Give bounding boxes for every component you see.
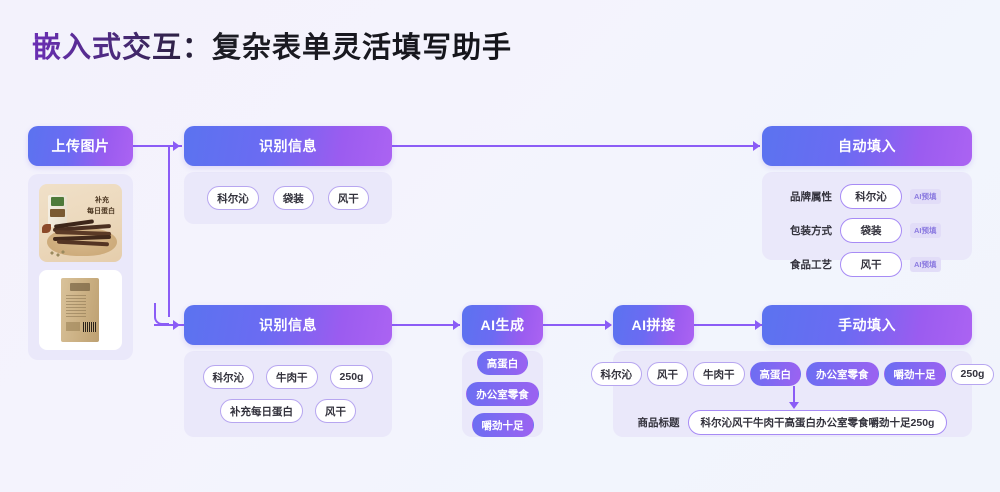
ai-prefill-badge-2: AI预填 [910, 257, 941, 272]
arrow-to-ai-merge [605, 320, 612, 330]
recognize-info-bottom-node[interactable]: 识别信息 [184, 305, 392, 345]
recognize-info-bottom-panel: 科尔沁 牛肉干 250g 补充每日蛋白 风干 [184, 351, 392, 437]
ai-merge-label: AI拼接 [631, 317, 676, 333]
tag-recognize-top-0[interactable]: 科尔沁 [207, 186, 259, 210]
ai-generate-node[interactable]: AI生成 [462, 305, 543, 345]
uploaded-images-panel: 补充 每日蛋白 [28, 174, 133, 360]
manual-fill-tag-row: 科尔沁 风干 牛肉干 高蛋白 办公室零食 嚼劲十足 250g [590, 351, 995, 386]
recognize-top-tag-list: 科尔沁 袋装 风干 [184, 172, 392, 224]
connector-branch-to-recognize-bottom [154, 324, 184, 326]
recognize-bottom-tag-row-1: 科尔沁 牛肉干 250g [184, 365, 392, 389]
connector-ai-merge-to-manual-fill [694, 324, 762, 326]
auto-fill-label-2: 食品工艺 [790, 259, 832, 271]
recognize-bottom-tag-row-2: 补充每日蛋白 风干 [184, 399, 392, 423]
product-title-value[interactable]: 科尔沁风干牛肉干高蛋白办公室零食嚼劲十足250g [687, 410, 948, 435]
photo2-bag-barcode [83, 322, 96, 332]
auto-fill-label-0: 品牌属性 [790, 191, 832, 203]
connector-branch-vertical [168, 145, 170, 317]
tag-recognize-bottom-2[interactable]: 250g [329, 365, 374, 389]
photo1-caption-line2: 每日蛋白 [87, 208, 115, 215]
photo1-caption-line1: 补充 [95, 197, 109, 204]
tag-manual-1[interactable]: 风干 [647, 362, 689, 386]
connector-tags-to-result [793, 386, 795, 404]
tag-ai-generate-0[interactable]: 高蛋白 [476, 351, 529, 375]
ai-generate-panel: 高蛋白 办公室零食 嚼劲十足 [462, 351, 543, 437]
recognize-info-top-label: 识别信息 [259, 138, 317, 154]
arrow-to-recognize-top [173, 141, 180, 151]
tag-recognize-bottom-4[interactable]: 风干 [315, 399, 356, 423]
auto-fill-panel: 品牌属性 科尔沁 AI预填 包装方式 袋装 AI预填 食品工艺 风干 AI预填 [762, 172, 972, 277]
tag-manual-4[interactable]: 办公室零食 [806, 362, 879, 386]
manual-fill-label: 手动填入 [838, 317, 896, 333]
auto-fill-value-1[interactable]: 袋装 [840, 218, 902, 243]
connector-ai-generate-to-ai-merge [543, 324, 611, 326]
arrow-to-result-field [789, 402, 799, 409]
auto-fill-value-0[interactable]: 科尔沁 [840, 184, 902, 209]
tag-recognize-top-1[interactable]: 袋装 [272, 186, 314, 210]
tag-recognize-top-2[interactable]: 风干 [327, 186, 369, 210]
tag-recognize-bottom-1[interactable]: 牛肉干 [266, 365, 318, 389]
beef-jerky-plate-photo[interactable]: 补充 每日蛋白 [39, 184, 122, 262]
kraft-paper-bag-photo[interactable] [39, 270, 122, 350]
page-title: 嵌入式交互：复杂表单灵活填写助手 [32, 24, 512, 66]
tag-ai-generate-2[interactable]: 嚼劲十足 [471, 413, 534, 437]
connector-recognize-top-to-auto-fill [392, 145, 760, 147]
upload-image-button[interactable]: 上传图片 [28, 126, 133, 166]
recognize-info-bottom-label: 识别信息 [259, 317, 317, 333]
recognize-info-top-node[interactable]: 识别信息 [184, 126, 392, 166]
ai-prefill-badge-1: AI预填 [910, 223, 941, 238]
tag-manual-2[interactable]: 牛肉干 [693, 362, 745, 386]
photo1-spice-garnish [42, 224, 51, 233]
arrow-to-manual-fill [755, 320, 762, 330]
product-title-label: 商品标题 [637, 417, 680, 429]
auto-fill-label: 自动填入 [838, 138, 896, 154]
auto-fill-row-packaging: 包装方式 袋装 AI预填 [786, 218, 972, 243]
ai-generate-label: AI生成 [480, 317, 525, 333]
auto-fill-row-process: 食品工艺 风干 AI预填 [786, 252, 972, 277]
recognize-info-top-panel: 科尔沁 袋装 风干 [184, 172, 392, 224]
photo1-pouch-text [50, 209, 65, 217]
ai-prefill-badge-0: AI预填 [910, 189, 941, 204]
photo2-bag-seal [66, 322, 80, 331]
tag-ai-generate-1[interactable]: 办公室零食 [466, 382, 539, 406]
photo1-jerky-pile [52, 219, 115, 248]
tag-manual-6[interactable]: 250g [950, 363, 995, 385]
tag-recognize-bottom-3[interactable]: 补充每日蛋白 [220, 399, 303, 423]
tag-manual-3[interactable]: 高蛋白 [749, 362, 802, 386]
arrow-to-auto-fill [753, 141, 760, 151]
connector-upload-to-branch [133, 145, 169, 147]
auto-fill-label-1: 包装方式 [790, 225, 832, 237]
connector-recognize-bottom-to-ai-generate [392, 324, 460, 326]
arrow-to-recognize-bottom [173, 320, 180, 330]
upload-image-label: 上传图片 [51, 138, 110, 154]
tag-manual-5[interactable]: 嚼劲十足 [883, 362, 946, 386]
connector-branch-elbow [154, 303, 169, 325]
product-title-row: 商品标题 科尔沁风干牛肉干高蛋白办公室零食嚼劲十足250g [613, 410, 972, 435]
auto-fill-value-2[interactable]: 风干 [840, 252, 902, 277]
auto-fill-row-brand: 品牌属性 科尔沁 AI预填 [786, 184, 972, 209]
auto-fill-node[interactable]: 自动填入 [762, 126, 972, 166]
photo1-sesame-garnish [49, 250, 65, 257]
tag-manual-0[interactable]: 科尔沁 [590, 362, 643, 386]
manual-fill-panel: 科尔沁 风干 牛肉干 高蛋白 办公室零食 嚼劲十足 250g 商品标题 科尔沁风… [590, 351, 995, 437]
arrow-to-ai-generate [453, 320, 460, 330]
ai-merge-node[interactable]: AI拼接 [613, 305, 694, 345]
photo2-bag-text-block [66, 295, 86, 317]
photo2-bag-logo [70, 283, 90, 291]
manual-fill-node[interactable]: 手动填入 [762, 305, 972, 345]
photo1-pouch-label [51, 197, 64, 206]
tag-recognize-bottom-0[interactable]: 科尔沁 [202, 365, 255, 389]
